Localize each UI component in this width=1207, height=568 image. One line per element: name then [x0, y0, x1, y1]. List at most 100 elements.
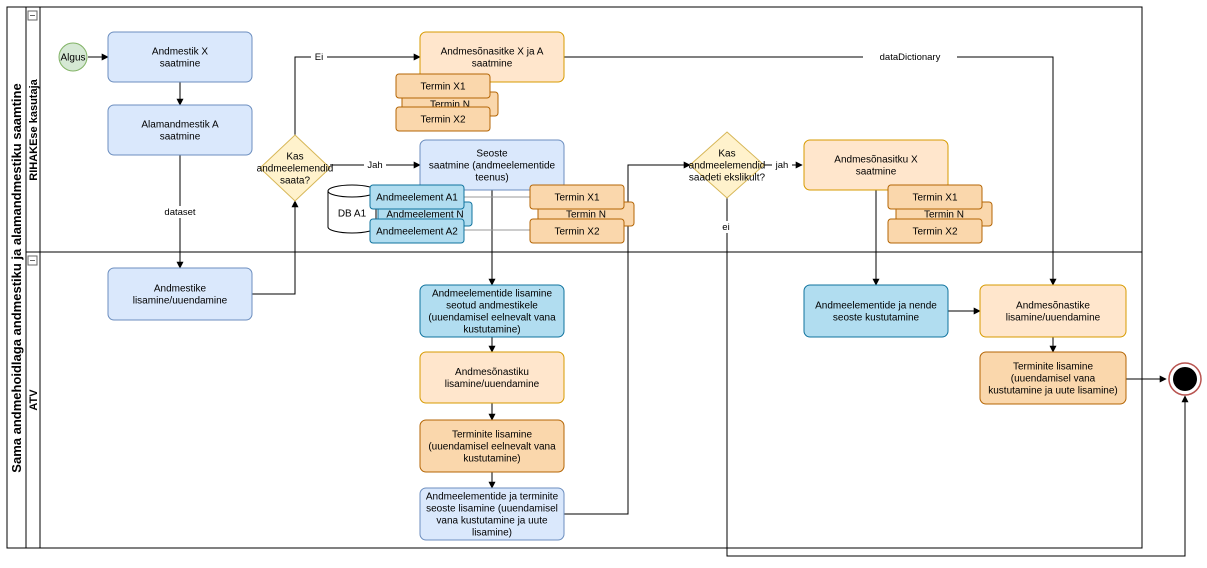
gateway-shape [259, 134, 331, 202]
node-label: Termin X2 [912, 227, 957, 238]
node-t-x1-b: Termin X1 [529, 184, 625, 210]
node-label: Termin X2 [554, 227, 599, 238]
node-db-a1: DB A1 [327, 184, 377, 234]
node-label: (uuendamisel eelnevalt vana [428, 313, 556, 324]
node-label: Terminite lisamine [452, 430, 532, 441]
node-label: Termin N [430, 100, 470, 111]
node-ae-a2: Andmeelement A2 [369, 218, 465, 244]
edge-label-jah: Jah [367, 160, 382, 171]
node-label: Termin N [566, 210, 606, 221]
lane-rihake: RIHAKEse kasutaja [27, 10, 40, 181]
edge-label-ei: Ei [315, 52, 323, 63]
node-label: Terminite lisamine [1013, 362, 1093, 373]
node-label: lisamine) [472, 528, 512, 539]
node-t-x1-a: Termin X1 [395, 73, 491, 99]
node-ae-a1: Andmeelement A1 [369, 184, 465, 210]
node-label: Seoste [476, 149, 508, 160]
task-shape [107, 31, 253, 83]
end-event [1168, 362, 1202, 396]
task-shape [529, 218, 625, 244]
task-shape [419, 139, 565, 191]
task-shape [419, 351, 565, 404]
task-shape [979, 284, 1127, 338]
edge-andmestike-to-gw [252, 200, 299, 295]
node-label: Kas [286, 152, 303, 163]
node-label: lisamine/uuendamine [445, 379, 540, 390]
task-shape [887, 184, 983, 210]
node-label: Andmesõnastiku [455, 367, 529, 378]
node-label: Algus [60, 53, 85, 64]
task-shape [419, 487, 565, 541]
node-label: saatmine [856, 167, 897, 178]
edge-sonastik-datadictionary [564, 56, 1057, 286]
node-label: Andmesõnastike [1016, 301, 1090, 312]
node-label: lisamine/uuendamine [1006, 313, 1101, 324]
node-label: Alamandmestik A [141, 120, 219, 131]
lane-title-atv: ATV [28, 389, 40, 411]
node-t-x2-c: Termin X2 [887, 218, 983, 244]
node-label: Andmeelementide ja terminite [426, 492, 559, 503]
node-label: Andmeelementide ja nende [815, 301, 937, 312]
node-label: Andmeelement N [386, 210, 463, 221]
task-shape [979, 351, 1127, 405]
edges [88, 53, 1189, 557]
task-shape [529, 184, 625, 210]
node-label: seoste kustutamine [833, 313, 920, 324]
node-label: kustutamine) [463, 454, 520, 465]
node-t-x2-b: Termin X2 [529, 218, 625, 244]
edge-label-datadictionary: dataDictionary [880, 52, 941, 63]
node-label: Termin N [924, 210, 964, 221]
lane-atv: ATV [27, 255, 40, 411]
node-label: Andmestike [154, 284, 207, 295]
node-label: andmeelemendid [689, 161, 766, 172]
end-event-core [1173, 367, 1197, 391]
edge-gw-ei [294, 53, 421, 135]
node-label: saatmine [160, 59, 201, 70]
task-shape [107, 104, 253, 156]
node-label: saatmine [160, 132, 201, 143]
task-shape [887, 218, 983, 244]
edge-labels: Ei Jah dataset dataDictionary jah ei [160, 51, 957, 233]
node-label: Andmeelement A2 [376, 227, 458, 238]
node-label: seotud andmestikele [446, 301, 538, 312]
node-label: andmeelemendid [257, 164, 334, 175]
lane-title-rihake: RIHAKEse kasutaja [28, 78, 40, 180]
node-t-x1-c: Termin X1 [887, 184, 983, 210]
node-label: Andmeelement A1 [376, 193, 458, 204]
edge-seoste-lis-to-gw-ekslik [564, 161, 691, 515]
task-shape [419, 419, 565, 473]
node-label: (uuendamisel eelnevalt vana [428, 442, 556, 453]
node-label: saatmine (andmeelementide [429, 161, 556, 172]
node-label: Andmestik X [152, 47, 208, 58]
node-label: Kas [718, 149, 735, 160]
node-label: Termin X1 [912, 193, 957, 204]
node-label: Termin X1 [554, 193, 599, 204]
node-label: kustutamine ja uute lisamine) [988, 386, 1118, 397]
edge-label-dataset: dataset [164, 207, 196, 218]
node-label: saatmine [472, 59, 513, 70]
edge-gw-ekslik-ei [726, 198, 1189, 557]
node-label: DB A1 [338, 209, 367, 220]
node-label: saata? [280, 176, 310, 187]
node-t-x2-a: Termin X2 [395, 106, 491, 132]
task-shape [803, 139, 949, 191]
task-shape [419, 284, 565, 338]
task-shape [803, 284, 949, 338]
node-label: vana kustutamine ja uute [436, 516, 548, 527]
node-label: Andmesõnasitke X ja A [441, 47, 544, 58]
pool-title: Sama andmehoidlaga andmestiku ja alamand… [9, 83, 24, 472]
task-shape [395, 106, 491, 132]
task-shape [369, 184, 465, 210]
